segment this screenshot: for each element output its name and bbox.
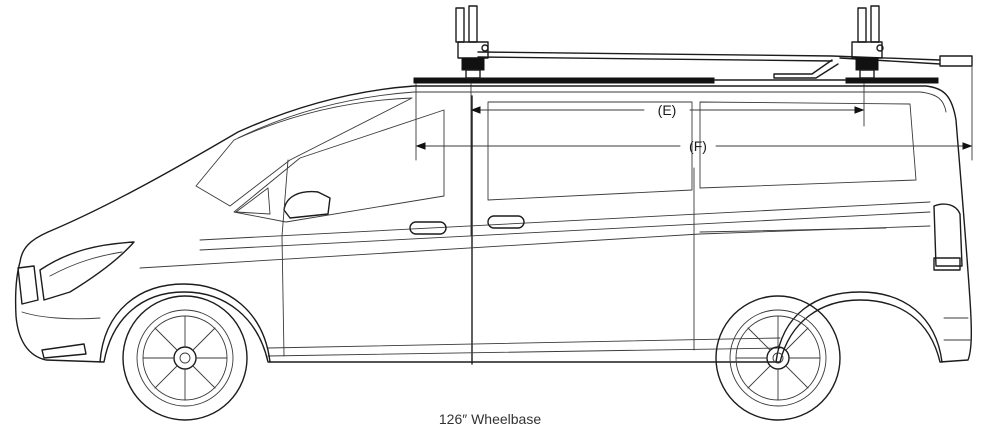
front-bumper [21,311,101,320]
sliding-door-window [487,101,693,201]
rocker-lower [267,347,781,357]
side-mirror [283,190,331,219]
roof-line [237,91,947,139]
windshield [195,97,413,207]
dimension-f-arrow-right [962,142,973,150]
sliding-door-track [699,227,887,233]
grille [17,265,39,305]
dimension-f-arrow-left [415,142,426,150]
dimension-e-arrow-right [854,106,865,114]
rear-side-window [699,101,917,189]
belt-line [199,201,931,241]
front-wheel-arch [99,283,271,363]
ladder-bar-end [939,55,973,67]
dimension-f-label: (F) [689,138,707,154]
rear-wheel-arch [775,291,943,363]
roof-rail-rear [845,77,939,84]
front-door-seam [281,159,289,357]
rocker-panel [267,337,781,349]
tail-lamp-lower [933,257,961,271]
ladder-drop-arm [773,59,839,79]
belt-line-lower [199,211,931,251]
rear-bumper [943,317,971,341]
front-door-window [233,109,445,223]
van-body [14,85,973,365]
sliding-door-handle [487,215,525,229]
roof-rail [413,77,715,84]
tail-lamp [933,203,963,267]
dimension-e-label: (E) [658,102,677,118]
headlight-inner [49,251,123,277]
rear-wheel [715,295,841,421]
headlight [39,241,135,301]
wheelbase-caption: 126″ Wheelbase [439,411,541,427]
roof-rack [413,5,973,84]
dimension-e-arrow-left [470,106,481,114]
front-door-handle [409,221,447,235]
front-clamp-tower [455,5,489,79]
front-wheel [122,295,248,421]
van-outline [14,85,973,363]
dimension-lines: (E) (F) [415,65,973,237]
vent-triangle [235,187,271,215]
fog-lamp [41,343,87,359]
rear-clamp-tower [851,5,884,79]
